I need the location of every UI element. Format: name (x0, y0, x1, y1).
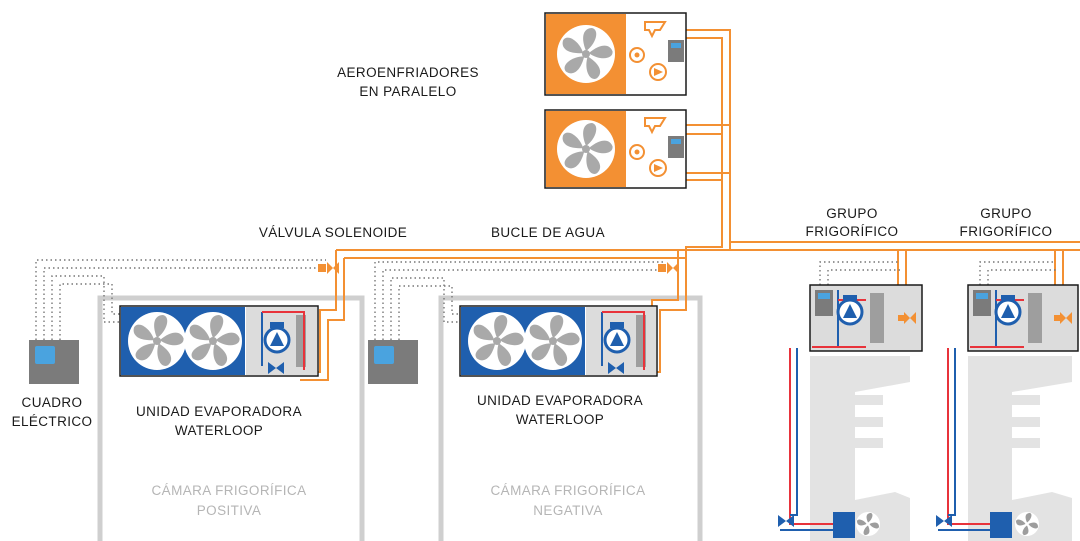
camara-positiva-walls (97, 295, 365, 541)
grupo-frigorifico-2-label: GRUPO (980, 206, 1032, 221)
valvula-solenoide-label: VÁLVULA SOLENOIDE (259, 225, 407, 240)
aero-1-pump-icon (649, 63, 667, 81)
camara-negativa-label: CÁMARA FRIGORÍFICA (491, 483, 646, 498)
unidad-evaporadora-1-label-2: WATERLOOP (175, 423, 263, 438)
aero-2-controller-icon (668, 136, 684, 158)
aero-1-controller-icon (668, 40, 684, 62)
camara-positiva-label: CÁMARA FRIGORÍFICA (152, 483, 307, 498)
grupo-2-compressor-icon (990, 512, 1012, 538)
camara-positiva-label-2: POSITIVA (197, 503, 261, 518)
camara-negativa-label-2: NEGATIVA (533, 503, 602, 518)
evap-2-pump-icon (603, 326, 631, 354)
bucle-de-agua-label: BUCLE DE AGUA (491, 225, 605, 240)
cuadro-electrico-2-icon (368, 340, 418, 384)
unidad-evaporadora-2-label: UNIDAD EVAPORADORA (477, 393, 643, 408)
aero-2-pressure-icon (629, 144, 645, 160)
grupo-frigorifico-2-label-2: FRIGORÍFICO (960, 224, 1053, 239)
aero-1-filter-icon (644, 21, 667, 39)
grupo-1-pump-icon (836, 298, 864, 326)
aero-2-pump-icon (649, 159, 667, 177)
evap-1-pump-icon (263, 326, 291, 354)
cuadro-electrico-1-icon (29, 340, 79, 384)
grupo-frigorifico-1-label-2: FRIGORÍFICO (806, 224, 899, 239)
solenoid-valve-1-icon (318, 262, 339, 274)
unidad-evaporadora-1-label: UNIDAD EVAPORADORA (136, 404, 302, 419)
cuadro-electrico-label: CUADRO (22, 395, 83, 410)
grupo-2-expansion-valve-icon (936, 515, 952, 527)
grupo-frigorifico-1-label: GRUPO (826, 206, 878, 221)
aeroenfriadores-label-2: EN PARALELO (359, 84, 456, 99)
grupo-frigorifico-2 (936, 284, 1079, 541)
aero-2-filter-icon (644, 117, 667, 135)
aero-1-pressure-icon (629, 47, 645, 63)
aeroenfriador-2 (544, 109, 687, 189)
camara-negativa-walls (438, 295, 703, 541)
unidad-evaporadora-2-label-2: WATERLOOP (516, 412, 604, 427)
water-loop-pipes (300, 29, 1080, 381)
grupo-2-pump-icon (994, 298, 1022, 326)
aeroenfriador-1 (544, 12, 687, 96)
aeroenfriadores-label: AEROENFRIADORES (337, 65, 479, 80)
unidad-evaporadora-1 (119, 305, 319, 377)
solenoid-valve-2-icon (658, 262, 679, 274)
unidad-evaporadora-2 (459, 305, 658, 377)
grupo-2-controller-icon (973, 290, 991, 316)
grupo-1-compressor-icon (833, 512, 855, 538)
cuadro-electrico-label-2: ELÉCTRICO (12, 414, 93, 429)
grupo-frigorifico-1 (778, 284, 923, 541)
control-wiring (35, 259, 1058, 340)
grupo-1-expansion-valve-icon (778, 515, 794, 527)
grupo-1-controller-icon (815, 290, 833, 316)
